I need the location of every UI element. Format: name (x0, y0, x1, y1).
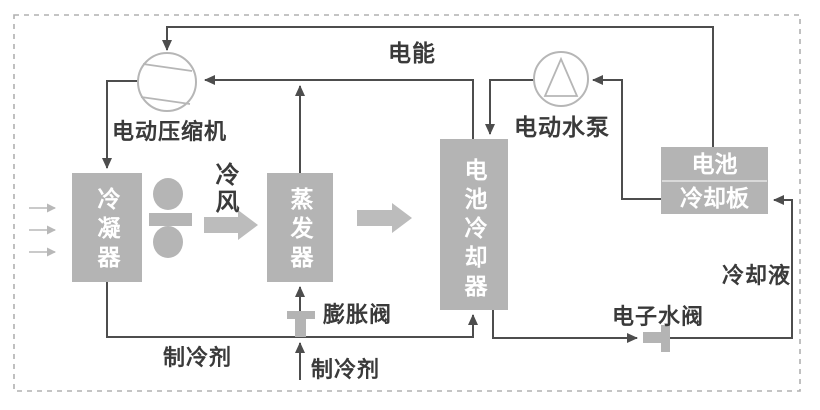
water-valve-icon (643, 325, 670, 352)
battery-cooler-box (440, 139, 508, 310)
cold-air-label: 冷风 (211, 162, 238, 216)
refrigerant-bottom-line (106, 282, 478, 338)
valve-to-plate-line (670, 195, 793, 339)
evaporator-box (267, 173, 333, 282)
fan-icon (149, 178, 192, 258)
coolant-label: 冷却液 (722, 263, 792, 288)
electric-energy-label: 电能 (388, 40, 436, 66)
water-valve-label: 电子水阀 (612, 304, 705, 329)
pump-to-cooler-line (485, 79, 535, 135)
plate-to-pump-line (592, 75, 661, 200)
electric-energy-line (162, 26, 714, 147)
cooler-to-valve-line (492, 310, 638, 343)
refrigerant-label-left: 制冷剂 (163, 345, 233, 370)
discharge-line (102, 80, 138, 169)
condenser-box (72, 173, 142, 282)
condenser-label: 冷凝器 (94, 187, 120, 274)
cold-air-block-arrow-icon (204, 210, 258, 240)
expansion-valve-icon (287, 311, 315, 337)
inlet-air-arrows-icon (29, 203, 56, 257)
refrigerant-label-inlet: 制冷剂 (311, 357, 381, 382)
compressor-label: 电动压缩机 (112, 119, 228, 144)
cooling-plate-label: 冷却板 (680, 185, 749, 211)
system-boundary-dashed-border (13, 14, 801, 392)
suction-line (204, 75, 474, 139)
evaporator-label: 蒸发器 (287, 187, 313, 274)
pump-label: 电动水泵 (514, 114, 610, 140)
compressor-circle-icon (137, 52, 197, 112)
battery-label: 电池 (691, 151, 738, 177)
battery-cooler-label: 电池冷却器 (461, 158, 487, 303)
pump-circle-icon (533, 51, 589, 107)
battery-cooling-plate-box (661, 147, 768, 214)
expansion-valve-label: 膨胀阀 (323, 302, 393, 327)
airflow-block-arrow-icon (357, 203, 412, 233)
